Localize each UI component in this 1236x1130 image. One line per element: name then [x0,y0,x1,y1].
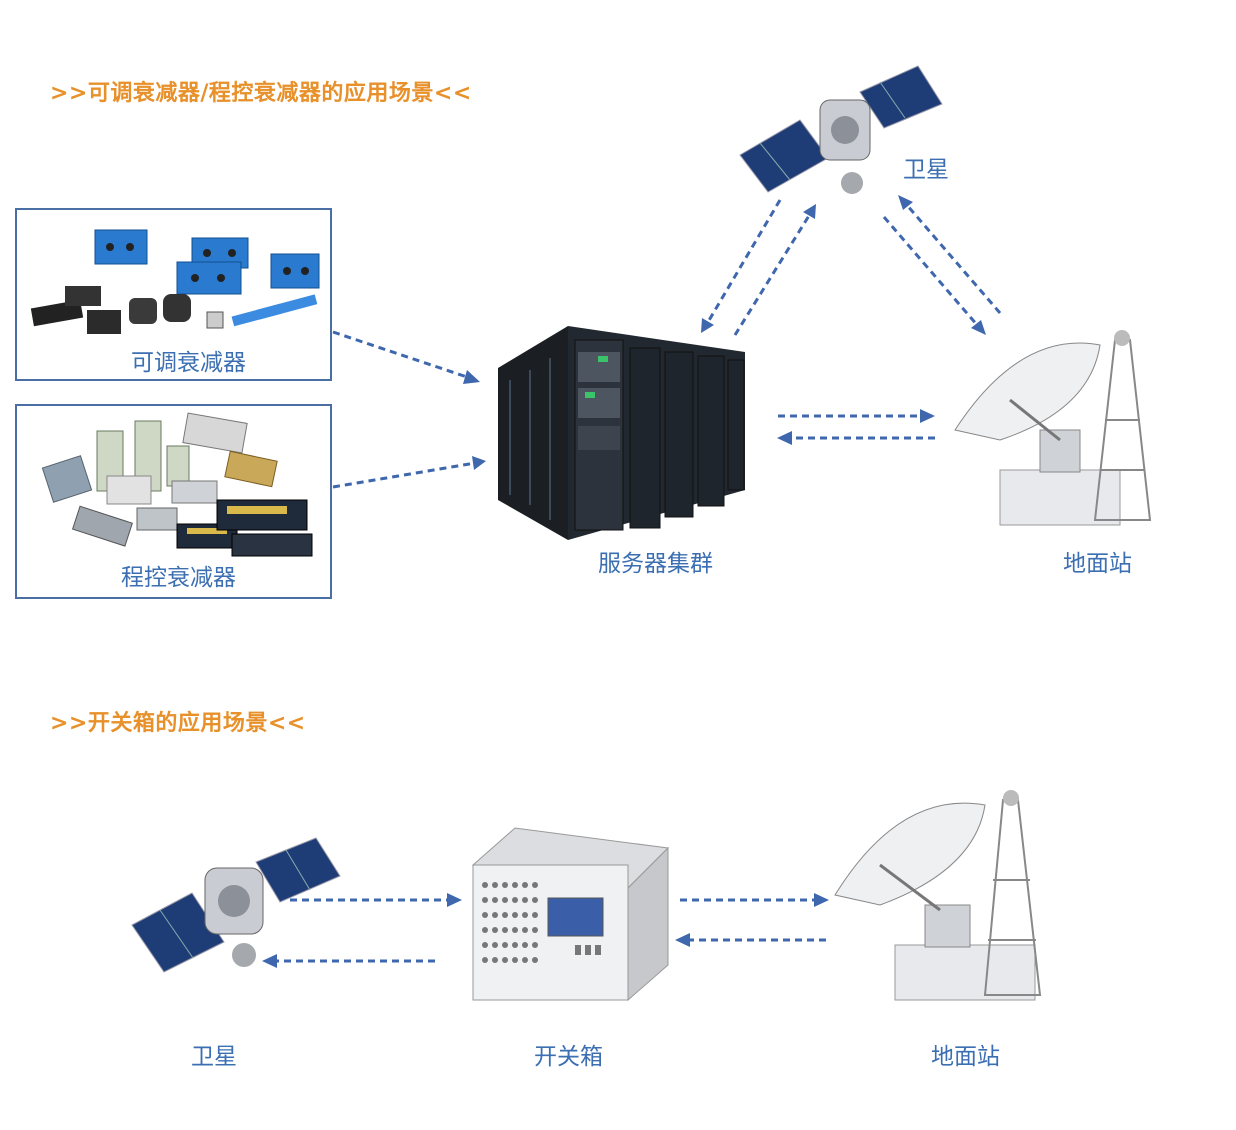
arrow-programmable-to-server [332,461,476,489]
satellite-bottom-image [131,837,341,973]
adjustable-attenuator-label: 可调衰减器 [131,350,246,376]
ground-station-bottom-image [834,790,1042,1001]
adjustable-attenuator-box [15,208,332,381]
satellite-bottom-label: 卫星 [191,1044,237,1070]
ground-station-top-label: 地面站 [1063,551,1132,577]
section2-title: >>开关箱的应用场景<< [50,711,306,736]
ground-station-bottom-label: 地面站 [931,1044,1000,1070]
server-cluster-label: 服务器集群 [598,551,713,577]
server-cluster-image [498,326,745,540]
ground-station-top-image [954,330,1152,526]
section1-title: >>可调衰减器/程控衰减器的应用场景<< [50,81,472,106]
arrow-adjustable-to-server [332,330,471,380]
switch-box-image [471,827,670,1002]
programmable-attenuator-box [15,404,332,599]
programmable-attenuator-image [41,412,313,557]
switch-box-label: 开关箱 [534,1044,603,1070]
programmable-attenuator-label: 程控衰减器 [121,565,236,591]
adjustable-attenuator-image [30,229,320,334]
satellite-top-label: 卫星 [903,157,949,183]
satellite-top-image [739,65,943,194]
